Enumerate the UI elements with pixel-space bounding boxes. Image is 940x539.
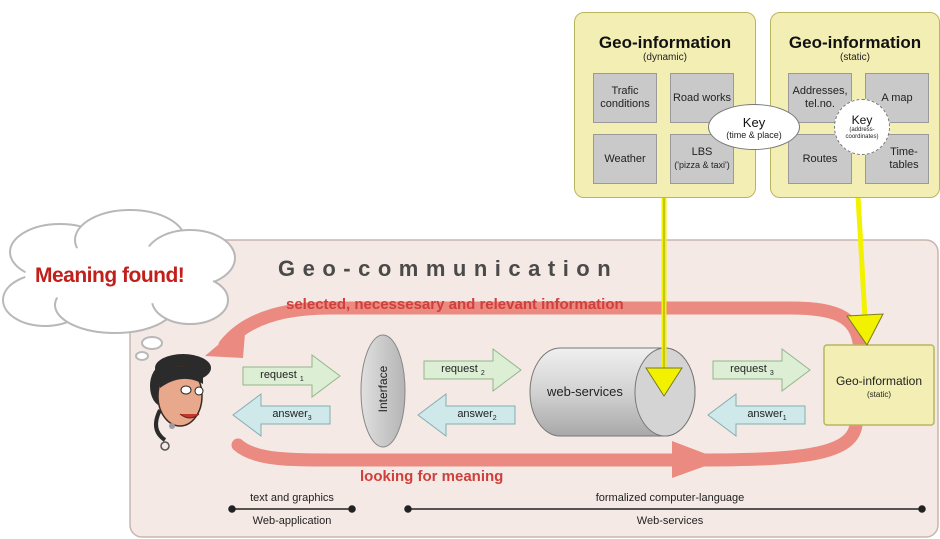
static-box-subtitle: (static) (840, 52, 870, 63)
meaning-found-text: Meaning found! (35, 264, 185, 287)
person-face-icon (150, 354, 211, 451)
dynamic-box-title: Geo-information (598, 33, 732, 52)
request-2-arrow (423, 348, 522, 392)
request-3-arrow (712, 348, 811, 392)
answer-2-arrow (417, 393, 516, 437)
geo-communication-title: Geo-communication (278, 256, 619, 281)
geo-info-static-box (823, 344, 935, 426)
dynamic-to-cylinder-arrow (645, 196, 683, 397)
bottom-flow-arrowhead (672, 441, 722, 478)
dynamic-box-subtitle: (dynamic) (643, 52, 687, 63)
key-address-coordinates: Key (address- coordinates) (834, 99, 890, 155)
interface-label: Interface (376, 365, 390, 413)
text-and-graphics-label: text and graphics (250, 492, 334, 504)
bottom-flow-label: looking for meaning (360, 468, 504, 485)
geo-info-static-top-box: Geo-information (static) Addresses,tel.n… (770, 12, 940, 198)
web-services-label: web-services (547, 384, 623, 399)
request-2-label: request 2 (441, 363, 485, 378)
request-1-label: request 1 (260, 369, 304, 384)
web-services-scale (404, 505, 926, 513)
top-flow-arrow (218, 301, 867, 362)
answer-3-label: answer3 (272, 408, 312, 423)
answer-2-label: answer2 (457, 408, 497, 423)
answer-1-arrow (707, 393, 806, 437)
geo-info-static-title: Geo-information (835, 374, 923, 388)
request-3-label: request 3 (730, 363, 774, 378)
answer-1-label: answer1 (747, 408, 787, 423)
request-1-arrow (242, 354, 341, 398)
formalized-language-label: formalized computer-language (595, 492, 745, 504)
geo-info-static-subtitle: (static) (867, 390, 891, 399)
static-to-geo-info-arrow (846, 195, 884, 346)
cell-lbs: LBS('pizza & taxi') (670, 134, 734, 184)
key-time-place: Key (time & place) (708, 104, 800, 150)
static-box-title: Geo-information (788, 33, 922, 52)
web-services-scale-label: Web-services (636, 515, 704, 527)
thought-cloud (2, 209, 236, 361)
cell-weather: Weather (593, 134, 657, 184)
top-flow-arrowhead (205, 321, 246, 358)
web-application-scale (228, 505, 356, 513)
web-application-label: Web-application (252, 515, 332, 527)
cell-time-tables: Time-tables (865, 134, 929, 184)
answer-3-arrow (232, 393, 331, 437)
interface-ellipse (360, 334, 406, 448)
top-flow-label: selected, necessesary and relevant infor… (286, 296, 624, 313)
